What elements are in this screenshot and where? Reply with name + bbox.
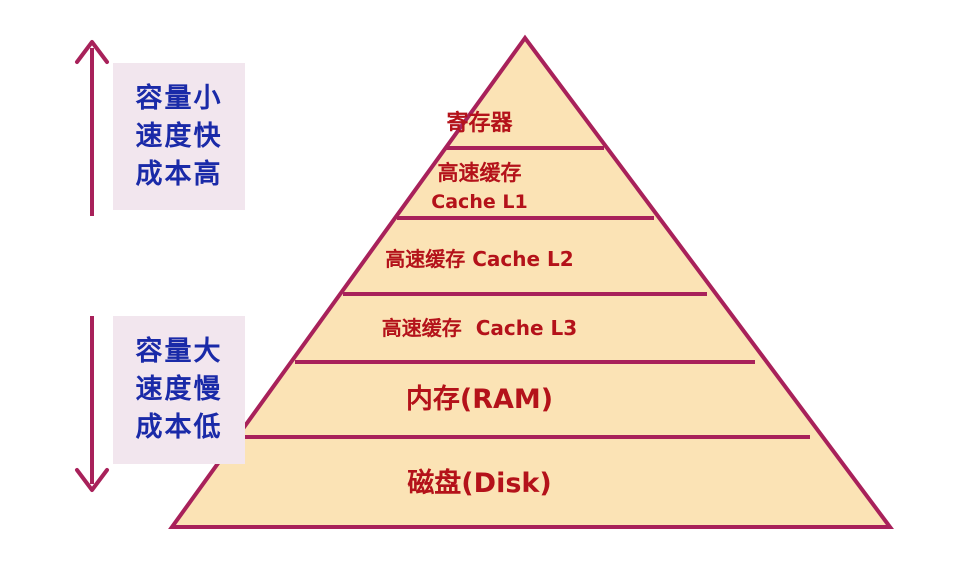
side-top-line-3: 成本高 (135, 158, 223, 190)
up-arrow-head-icon (75, 40, 109, 64)
side-bottom-line-3: 成本低 (135, 412, 223, 443)
side-bottom-line-1: 容量大 (135, 336, 223, 367)
side-bottom-line-2: 速度慢 (135, 374, 223, 405)
tier-label-cache-l1-line2: Cache L1 (431, 191, 528, 213)
tier-label-disk: 磁盘(Disk) (407, 468, 552, 499)
tier-label-ram: 内存(RAM) (405, 384, 554, 415)
side-box-top: 容量小 速度快 成本高 (113, 63, 245, 210)
side-top-line-2: 速度快 (135, 120, 223, 152)
pyramid-outline (168, 34, 894, 529)
side-top-line-1: 容量小 (135, 82, 223, 114)
tier-label-cache-l1-line1: 高速缓存 (437, 161, 522, 185)
down-arrow-head-icon (75, 468, 109, 492)
tier-label-registers: 寄存器 (446, 111, 513, 136)
tier-label-cache-l2: 高速缓存 Cache L2 (385, 247, 574, 271)
side-box-bottom: 容量大 速度慢 成本低 (113, 316, 245, 464)
tier-label-cache-l3: 高速缓存 Cache L3 (381, 316, 578, 340)
